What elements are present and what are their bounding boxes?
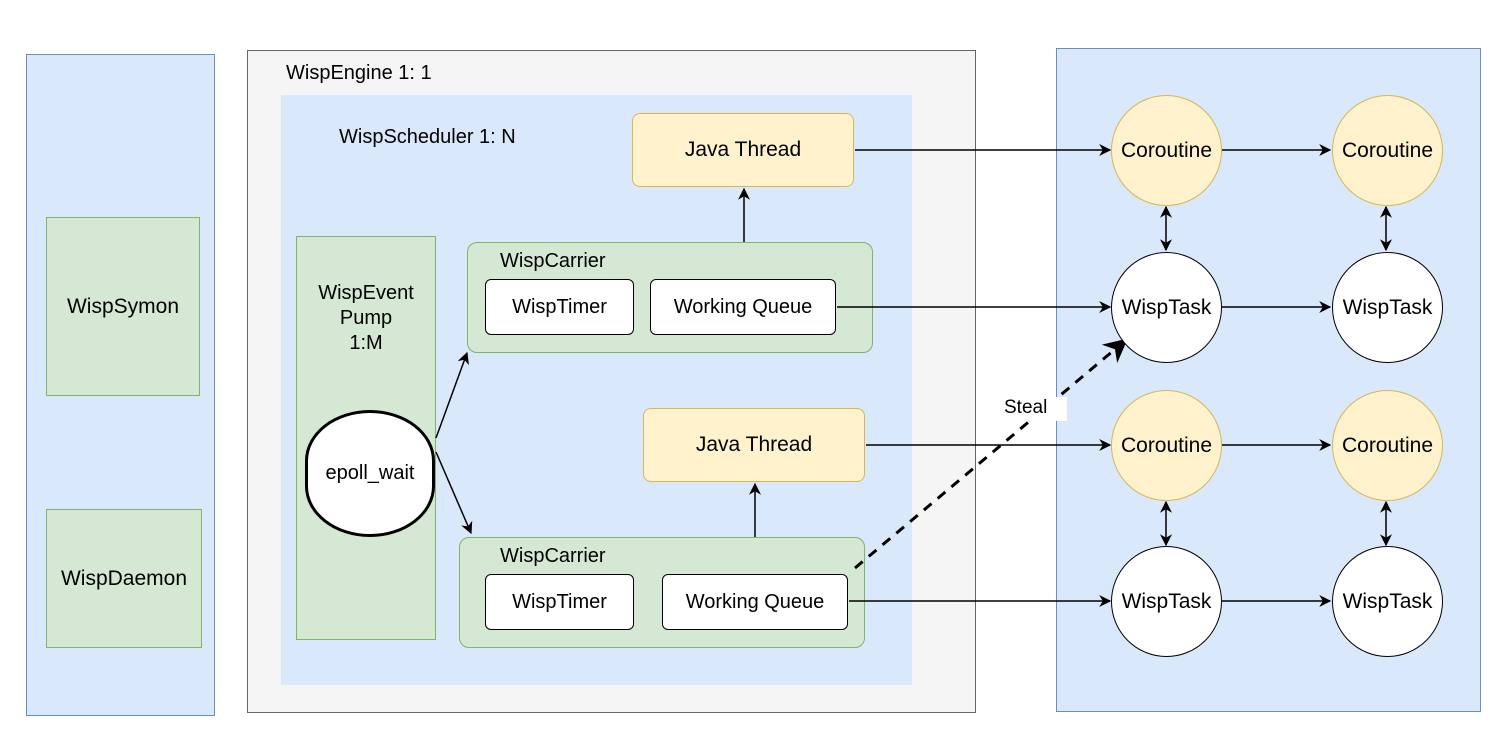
working-queue-1-label: Working Queue (673, 295, 813, 318)
wisp-daemon-label: WispDaemon (60, 566, 188, 590)
working-queue-2-label: Working Queue (685, 590, 825, 613)
wisp-task-4-label: WispTask (1342, 589, 1433, 613)
event-pump-line1: WispEvent (318, 282, 414, 304)
wisp-event-pump-label: WispEvent Pump 1:M (296, 281, 436, 356)
coroutine-4-label: Coroutine (1341, 433, 1434, 457)
coroutine-node-3: Coroutine (1111, 390, 1222, 501)
wisp-timer-1-label: WispTimer (512, 295, 607, 318)
wisp-scheduler-title: WispScheduler 1: N (339, 126, 516, 148)
wisp-task-node-3: WispTask (1111, 546, 1222, 657)
wisp-task-node-4: WispTask (1332, 546, 1443, 657)
wisp-timer-2: WispTimer (485, 574, 634, 630)
wisp-engine-title: WispEngine 1: 1 (286, 62, 432, 84)
coroutine-1-label: Coroutine (1120, 138, 1213, 162)
steal-label: Steal (1000, 397, 1067, 421)
wisp-task-1-label: WispTask (1121, 295, 1212, 319)
wisp-symon-label: WispSymon (66, 294, 180, 318)
steal-label-text: Steal (1004, 397, 1048, 418)
edge-epoll-carrier2 (435, 451, 473, 535)
wisp-timer-2-label: WispTimer (512, 590, 607, 613)
wisp-carrier-1-label: WispCarrier (500, 250, 606, 272)
wisp-carrier-2-label: WispCarrier (500, 545, 606, 567)
edge-epoll-carrier1 (435, 351, 469, 439)
working-queue-2: Working Queue (662, 574, 848, 630)
java-thread-1-label: Java Thread (684, 138, 802, 161)
wisp-timer-1: WispTimer (485, 279, 634, 335)
epoll-wait-label: epoll_wait (325, 462, 415, 484)
event-pump-line2: Pump (339, 307, 393, 329)
wisp-task-node-2: WispTask (1332, 252, 1443, 363)
coroutine-node-1: Coroutine (1111, 95, 1222, 206)
coroutine-node-2: Coroutine (1332, 95, 1443, 206)
java-thread-1: Java Thread (632, 113, 854, 187)
java-thread-2-label: Java Thread (695, 433, 813, 456)
edge-steal (854, 338, 1128, 570)
java-thread-2: Java Thread (643, 408, 865, 482)
working-queue-1: Working Queue (650, 279, 836, 335)
coroutine-2-label: Coroutine (1341, 138, 1434, 162)
coroutine-node-4: Coroutine (1332, 390, 1443, 501)
wisp-symon-box: WispSymon (46, 217, 200, 396)
coroutine-3-label: Coroutine (1120, 433, 1213, 457)
wisp-task-3-label: WispTask (1121, 589, 1212, 613)
epoll-wait-node: epoll_wait (305, 410, 435, 537)
wisp-task-node-1: WispTask (1111, 252, 1222, 363)
wisp-task-2-label: WispTask (1342, 295, 1433, 319)
event-pump-line3: 1:M (349, 332, 383, 354)
wisp-daemon-box: WispDaemon (46, 509, 202, 648)
